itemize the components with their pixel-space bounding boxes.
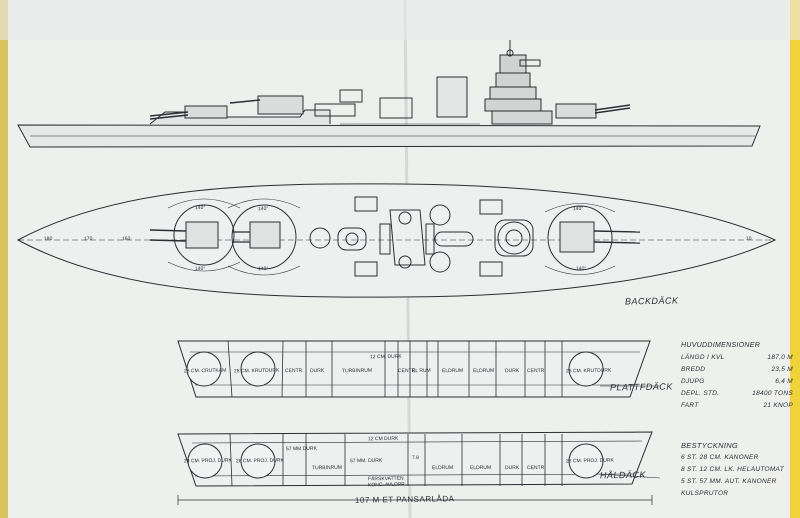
angle-mark: 140°	[572, 205, 584, 213]
compartment-label: 28 CM. CRUTKAM	[183, 367, 227, 375]
compartment-label: ELDRUM	[472, 367, 495, 375]
compartment-label: 57 MM. DURK	[349, 457, 383, 465]
aft-turret-b-ring	[231, 204, 297, 270]
specs-title: HUVUDDIMENSIONER	[681, 342, 761, 349]
left-edge-tape	[0, 0, 8, 518]
angle-mark: 140°	[257, 265, 269, 273]
compartment-label: DURK	[309, 367, 325, 375]
compartment-label: 28 CM. KRUTDURK	[233, 367, 280, 375]
forward-turret-ring	[547, 205, 613, 271]
compartment-label: ELDRUM	[431, 464, 454, 472]
frame-mark: 170	[83, 235, 93, 243]
compartment-label: CENTR.	[284, 367, 304, 375]
armament-line: 5 ST. 57 MM. AUT. KANONER	[681, 478, 777, 485]
frame-mark: 10	[745, 235, 752, 243]
compartment-label: EL RUM	[411, 367, 431, 375]
aft-turret-a-ring	[173, 204, 235, 266]
compartment-label: DURK	[504, 367, 520, 375]
compartment-label: 7.8	[411, 454, 420, 462]
compartment-label: ELDRUM	[469, 464, 492, 472]
paper-shade	[0, 0, 800, 40]
view-label-plattfdack: PLATTFDÄCK	[609, 381, 673, 393]
compartment-label: KONC. AVLOPP	[367, 481, 405, 489]
right-edge-tape	[790, 0, 800, 518]
compartment-label: CENTR.	[526, 367, 546, 375]
deck-plan-view	[16, 183, 777, 298]
frame-mark: 180	[43, 235, 53, 243]
compartment-label: CENTR.	[526, 464, 546, 472]
armament-title: BESTYCKNING	[681, 441, 739, 450]
compartment-label: 28 CM. PROJ. DURK	[565, 457, 614, 465]
angle-mark: 140°	[194, 265, 206, 273]
compartment-label: DURK	[504, 464, 520, 472]
platform-deck-plan	[177, 340, 651, 398]
compartment-label: 12 CM DURK	[367, 435, 399, 443]
compartment-label: TURBINRUM	[311, 464, 343, 472]
side-elevation	[17, 40, 761, 148]
angle-mark: 140°	[257, 205, 269, 213]
compartment-label: 28 CM. PROJ. DURK	[235, 457, 284, 465]
compartment-label: 28 CM. PROJ. DURK	[183, 457, 232, 465]
compartment-label: 57 MM DURK	[285, 445, 317, 453]
armament-line: 8 ST. 12 CM. LK. HELAUTOMAT	[681, 466, 784, 473]
armament-line: KULSPRUTOR	[681, 490, 729, 497]
view-label-haldack: HÅLDÄCK	[599, 469, 647, 481]
view-label-backdack: BACKDÄCK	[624, 295, 679, 307]
compartment-label: TURBINRUM	[341, 367, 373, 375]
leader-lines	[599, 385, 661, 479]
compartment-label: ELDRUM	[441, 367, 464, 375]
armament-line: 6 ST. 28 CM. KANONER	[681, 454, 759, 461]
armament-list: BESTYCKNING 6 ST. 28 CM. KANONER 8 ST. 1…	[681, 440, 799, 500]
compartment-label: 28 CM. KRUTDURK	[565, 367, 612, 375]
angle-mark: 140°	[194, 204, 206, 212]
angle-mark: 140°	[575, 265, 587, 273]
armor-belt-label: 107 M ET PANSARLÅDA	[354, 494, 455, 505]
hold-deck-plan	[177, 431, 653, 505]
frame-mark: 160	[121, 235, 131, 243]
compartment-label: 12 CM. DURK	[369, 353, 402, 361]
spec-row: DEPL. STD.18400 TONS	[681, 390, 793, 397]
